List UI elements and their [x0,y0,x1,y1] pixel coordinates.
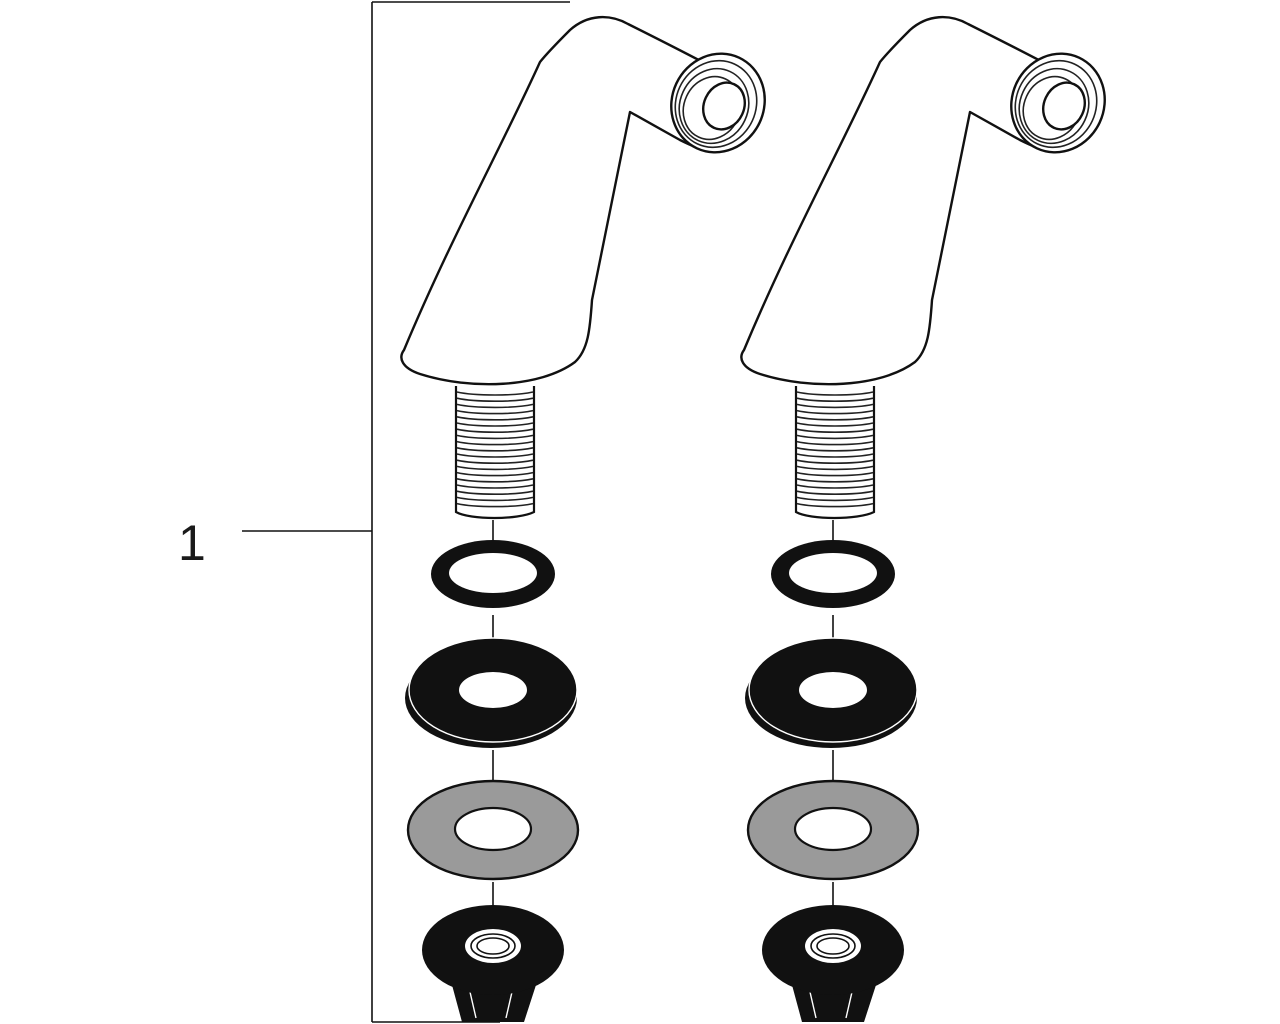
thread-line [456,478,534,483]
spout-shank-thread [454,386,536,520]
thread-line [456,391,534,396]
thread-line [456,403,534,409]
thread-line [456,434,534,440]
callout-bracket [242,1,570,1023]
thread-line [796,453,874,458]
thread-line [796,471,874,477]
thread-line [456,447,534,452]
thread-line [456,496,534,502]
spout-shank-thread [794,386,876,520]
black-washer [745,637,918,748]
thread-line [796,428,874,433]
thread-line [456,422,534,427]
thread-line [456,397,534,402]
thread-line [796,459,874,464]
thread-line [796,409,874,415]
thread-line [456,502,534,508]
assembly-unit-left [400,15,766,1022]
thread-line [456,490,534,495]
black-washer [405,637,578,748]
thread-line [796,440,874,446]
callout-number: 1 [178,515,206,571]
thread-line [456,484,534,489]
o-ring [771,540,895,608]
hex-nut [762,905,904,1022]
grey-washer [406,779,580,881]
thread-line [456,453,534,458]
assembly-unit-right [740,15,1106,1022]
thread-line [456,409,534,415]
thread-line [456,428,534,433]
thread-line [796,434,874,440]
thread-line [796,490,874,495]
hex-nut [422,905,564,1022]
thread-line [456,440,534,446]
thread-line [796,502,874,508]
thread-line [456,465,534,471]
thread-line [796,391,874,396]
thread-line [796,496,874,502]
thread-line [796,422,874,427]
assembly-unit-right-parts [740,15,1106,1022]
thread-line [796,465,874,471]
thread-line [456,471,534,477]
thread-line [796,416,874,421]
spout-outlet-thread [1010,52,1106,154]
thread-line [456,459,534,464]
thread-line [456,416,534,421]
thread-line [796,478,874,483]
thread-line [796,447,874,452]
thread-line [796,397,874,402]
thread-line [796,403,874,409]
grey-washer [746,779,920,881]
o-ring [431,540,555,608]
thread-line [796,484,874,489]
spout-outlet-thread [670,52,766,154]
